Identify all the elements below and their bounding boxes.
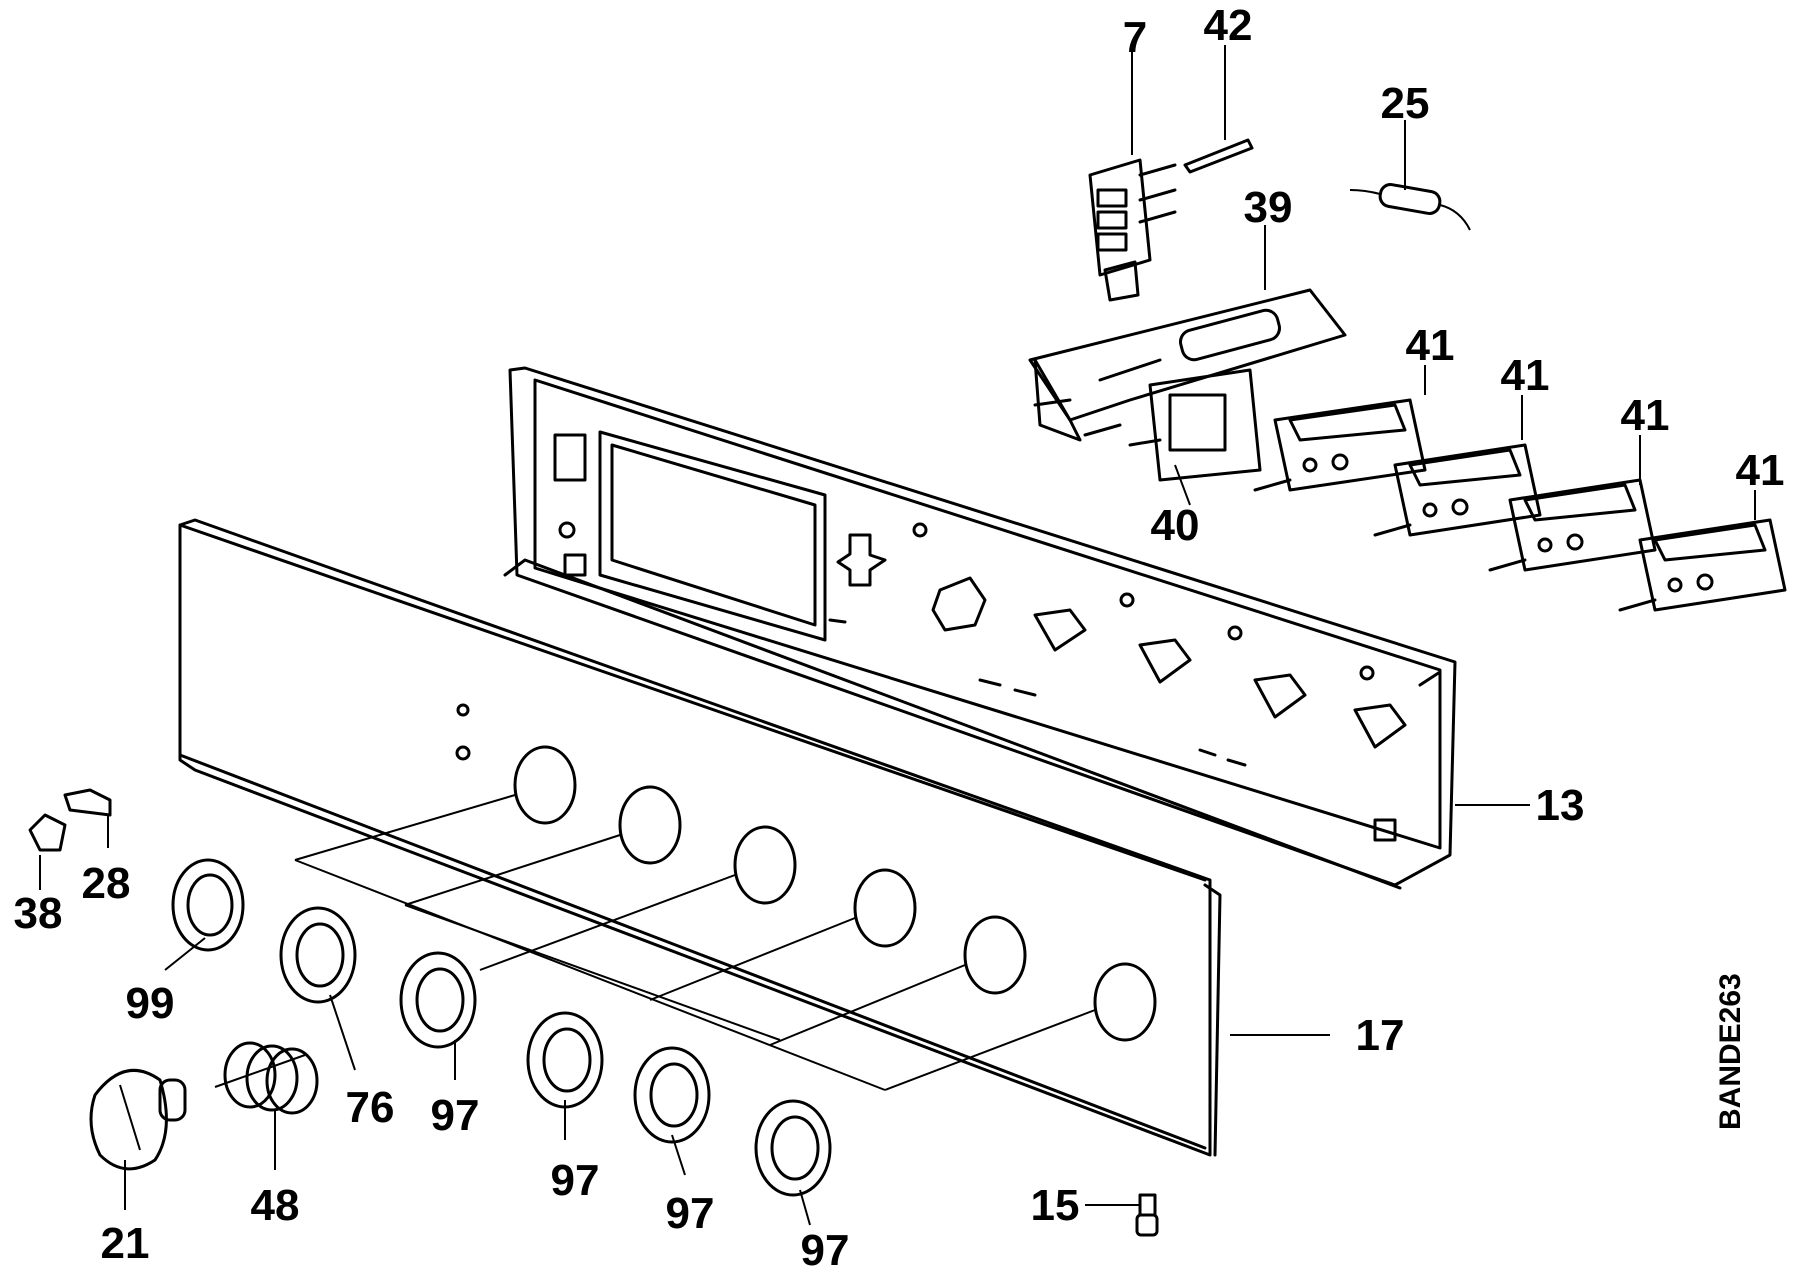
- callout-15: 15: [1031, 1181, 1080, 1230]
- callout-42: 42: [1204, 1, 1253, 50]
- knob-bezel-97-4: [754, 1099, 832, 1197]
- callout-41-4: 41: [1736, 446, 1785, 495]
- switch-unit-4: [1618, 518, 1787, 612]
- callout-13: 13: [1536, 781, 1585, 830]
- switch-unit-2: [1373, 443, 1542, 537]
- switch-block: [1088, 158, 1177, 302]
- knob-bezel-97-2: [526, 1011, 604, 1109]
- callout-40: 40: [1151, 501, 1200, 550]
- clip-38: [28, 813, 67, 852]
- control-knob: [89, 1068, 187, 1171]
- callout-38: 38: [14, 889, 63, 938]
- assembly-leader-lines: [294, 794, 1096, 1091]
- callout-41-1: 41: [1406, 321, 1455, 370]
- callout-17: 17: [1356, 1011, 1405, 1060]
- callout-25: 25: [1381, 79, 1430, 128]
- callout-labels: 7 42 25 39 41 41 41 41 40 13 17 38 28 99…: [14, 1, 1785, 1275]
- knob-bezel-99: [171, 858, 245, 952]
- callout-7: 7: [1123, 13, 1147, 62]
- callout-41-3: 41: [1621, 391, 1670, 440]
- callout-41-2: 41: [1501, 351, 1550, 400]
- callout-21: 21: [101, 1219, 150, 1268]
- callout-97-1: 97: [431, 1091, 480, 1140]
- switch-assembly: [1028, 288, 1347, 442]
- switch-unit-1: [1253, 398, 1427, 492]
- contact-strip: [1183, 138, 1254, 174]
- callout-76: 76: [346, 1083, 395, 1132]
- timer-40: [1128, 368, 1262, 482]
- knob-bezel-97-1: [399, 951, 477, 1049]
- knob-bezel-76: [279, 906, 357, 1004]
- callout-97-2: 97: [551, 1156, 600, 1205]
- callout-97-3: 97: [666, 1189, 715, 1238]
- front-fascia-panel: [178, 518, 1222, 1157]
- callout-99: 99: [126, 979, 175, 1028]
- clip-28: [63, 788, 112, 817]
- drawing-code: BANDE263: [1714, 973, 1747, 1130]
- callout-97-4: 97: [801, 1226, 850, 1275]
- spring-rings: [214, 1041, 319, 1115]
- resistor: [1349, 183, 1471, 231]
- callout-48: 48: [251, 1181, 300, 1230]
- switch-unit-3: [1488, 478, 1657, 572]
- knob-bezel-97-3: [633, 1046, 711, 1144]
- callout-39: 39: [1244, 183, 1293, 232]
- control-panel-bracket: [503, 366, 1457, 890]
- callout-leaders: [39, 45, 1756, 1226]
- screw: [1135, 1193, 1159, 1237]
- callout-28: 28: [82, 859, 131, 908]
